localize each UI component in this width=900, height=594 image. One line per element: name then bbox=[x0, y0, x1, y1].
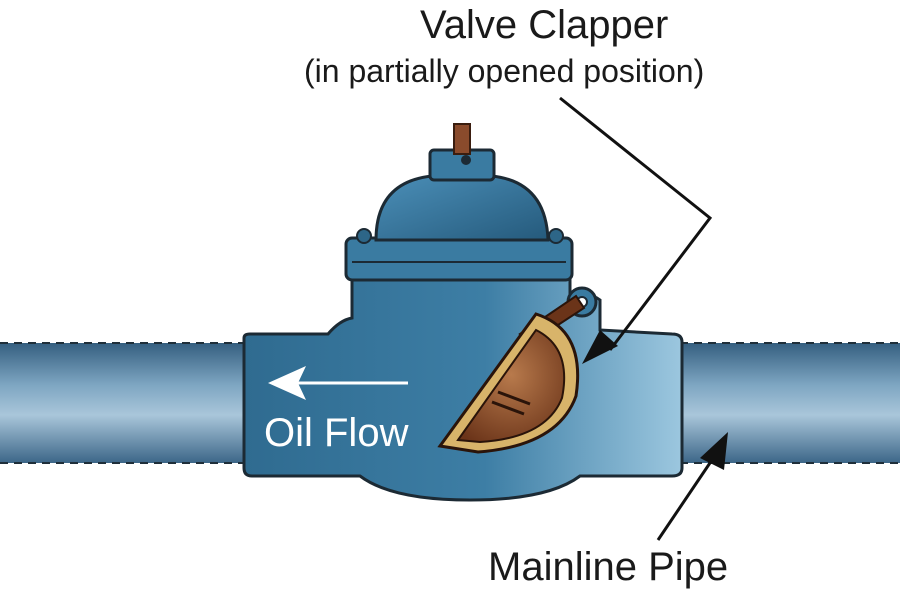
valve-stem bbox=[453, 123, 471, 155]
oil-flow-label: Oil Flow bbox=[264, 411, 409, 455]
left-arrow-icon bbox=[268, 366, 408, 400]
left-pipe bbox=[0, 342, 245, 464]
mainline-pipe-label: Mainline Pipe bbox=[488, 545, 728, 589]
valve-clapper bbox=[437, 286, 598, 454]
right-pipe bbox=[680, 342, 900, 464]
clapper-note: (in partially opened position) bbox=[304, 53, 704, 89]
pointer-arrow-icon bbox=[559, 96, 713, 364]
clapper-title: Valve Clapper bbox=[420, 3, 668, 47]
pointer-arrow-icon bbox=[656, 432, 728, 541]
